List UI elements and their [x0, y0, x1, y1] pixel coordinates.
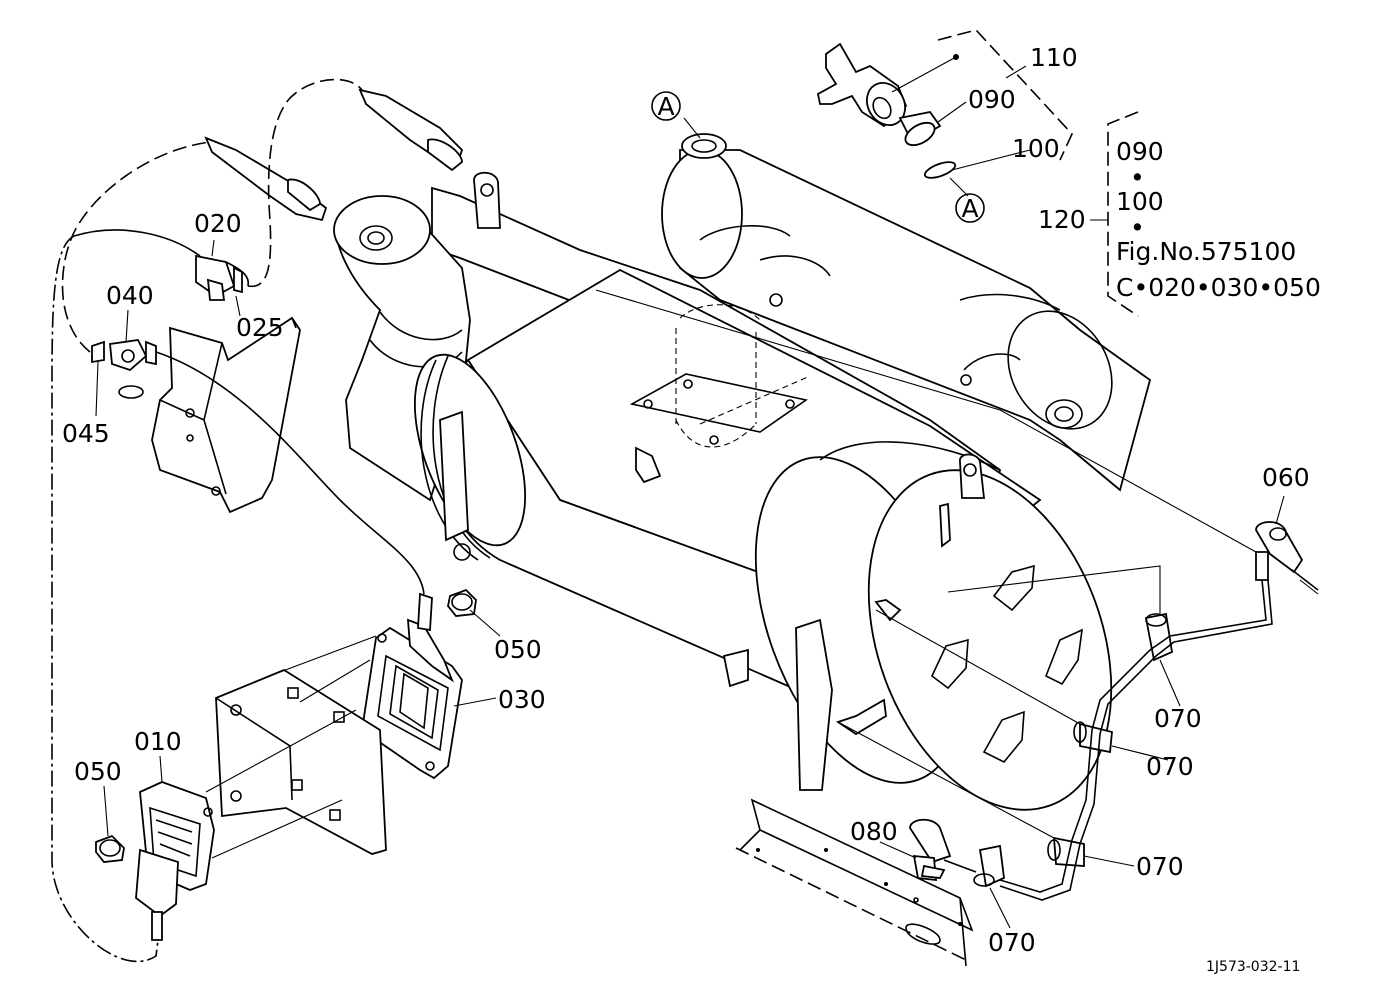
mounting-plate	[215, 668, 387, 855]
label-030: 030	[498, 685, 546, 714]
label-070-d: 070	[988, 928, 1036, 957]
nut-050-lower	[95, 834, 125, 863]
dosing-unit-110	[816, 42, 959, 179]
clip-070-d	[973, 844, 1005, 888]
label-070-c: 070	[1136, 852, 1184, 881]
note-dot-2: •	[1130, 213, 1145, 242]
label-050-upper: 050	[494, 635, 542, 664]
clamp-020	[195, 254, 243, 301]
reference-marker-a-top: A	[651, 91, 681, 121]
label-025: 025	[236, 313, 284, 342]
clamp-040	[91, 339, 157, 372]
label-080: 080	[850, 817, 898, 846]
temperature-sensors-upper	[204, 88, 464, 222]
group-120-bracket	[1107, 111, 1139, 317]
label-050-lower: 050	[74, 757, 122, 786]
frame-rail	[735, 798, 974, 967]
alignment-lines	[205, 289, 1319, 859]
controller-010	[135, 781, 215, 941]
note-120: 090 • 100 • Fig.No.575100 C•020•030•050	[1116, 137, 1321, 302]
group-110-bracket	[937, 29, 1073, 161]
label-100: 100	[1012, 134, 1060, 163]
reference-marker-a-bottom: A	[955, 193, 985, 223]
note-line-090: 090	[1116, 137, 1164, 166]
label-110: 110	[1030, 43, 1078, 72]
drawing-code: 1J573-032-11	[1206, 959, 1300, 975]
reference-marker-a-bottom-text: A	[961, 194, 978, 223]
sensor-080	[909, 818, 952, 903]
label-020: 020	[194, 209, 242, 238]
label-040: 040	[106, 281, 154, 310]
label-010: 010	[134, 727, 182, 756]
gasket-030	[361, 592, 463, 780]
label-090: 090	[968, 85, 1016, 114]
note-line-100: 100	[1116, 187, 1164, 216]
exhaust-aftertreatment-assembly	[333, 133, 1152, 811]
wire-harness-lines	[51, 78, 1273, 963]
leader-lines	[95, 65, 1285, 929]
label-070-b: 070	[1146, 752, 1194, 781]
note-line-components: C•020•030•050	[1116, 273, 1321, 302]
nox-sensor-060	[1255, 521, 1319, 591]
note-line-fig: Fig.No.575100	[1116, 237, 1296, 266]
label-045: 045	[62, 419, 110, 448]
note-dot-1: •	[1130, 163, 1145, 192]
label-070-a: 070	[1154, 704, 1202, 733]
label-120: 120	[1038, 205, 1086, 234]
label-060: 060	[1262, 463, 1310, 492]
reference-marker-a-top-text: A	[657, 92, 674, 121]
